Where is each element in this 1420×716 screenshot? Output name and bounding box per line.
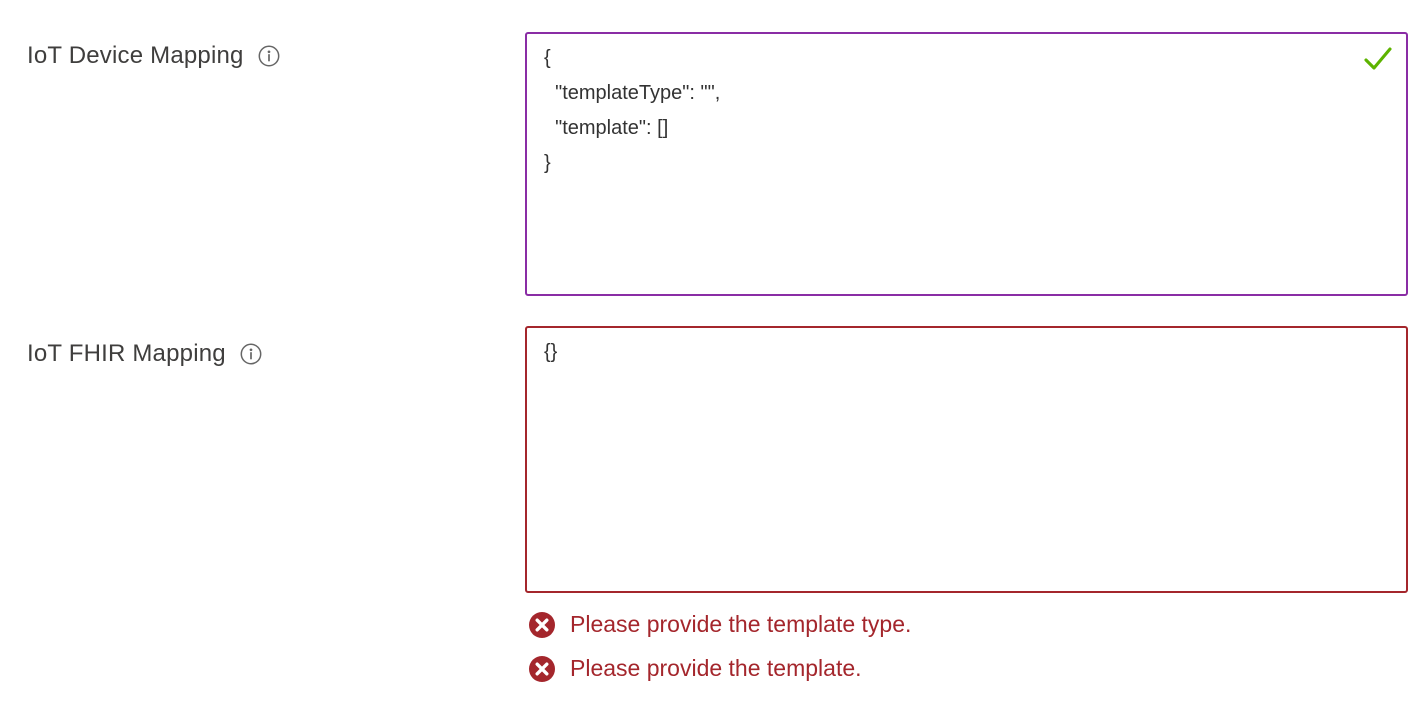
device-mapping-textarea[interactable]: { "templateType": "", "template": [] }	[527, 34, 1406, 294]
error-row-template-type: Please provide the template type.	[529, 611, 911, 638]
error-x-circle-icon	[529, 611, 555, 638]
info-icon[interactable]	[240, 343, 262, 365]
error-message: Please provide the template type.	[570, 611, 912, 637]
device-mapping-label-row: IoT Device Mapping	[27, 42, 280, 70]
valid-checkmark-icon	[1364, 47, 1392, 70]
validation-error-list: Please provide the template type. Please…	[529, 611, 911, 682]
info-icon[interactable]	[258, 45, 280, 67]
fhir-mapping-label-row: IoT FHIR Mapping	[27, 340, 262, 368]
error-x-circle-icon	[529, 655, 555, 682]
device-mapping-label: IoT Device Mapping	[27, 42, 244, 69]
error-row-template: Please provide the template.	[529, 655, 911, 682]
fhir-mapping-label: IoT FHIR Mapping	[27, 340, 226, 367]
error-message: Please provide the template.	[570, 655, 862, 681]
fhir-mapping-editor: {}	[525, 326, 1408, 593]
device-mapping-editor: { "templateType": "", "template": [] }	[525, 32, 1408, 296]
fhir-mapping-textarea[interactable]: {}	[527, 328, 1406, 591]
